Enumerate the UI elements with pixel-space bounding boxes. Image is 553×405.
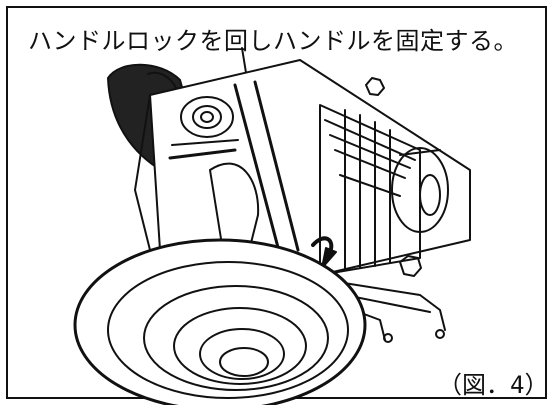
- figure-label: （図．4）: [438, 371, 549, 399]
- instruction-caption: ハンドルロックを回しハンドルを固定する。: [28, 27, 518, 55]
